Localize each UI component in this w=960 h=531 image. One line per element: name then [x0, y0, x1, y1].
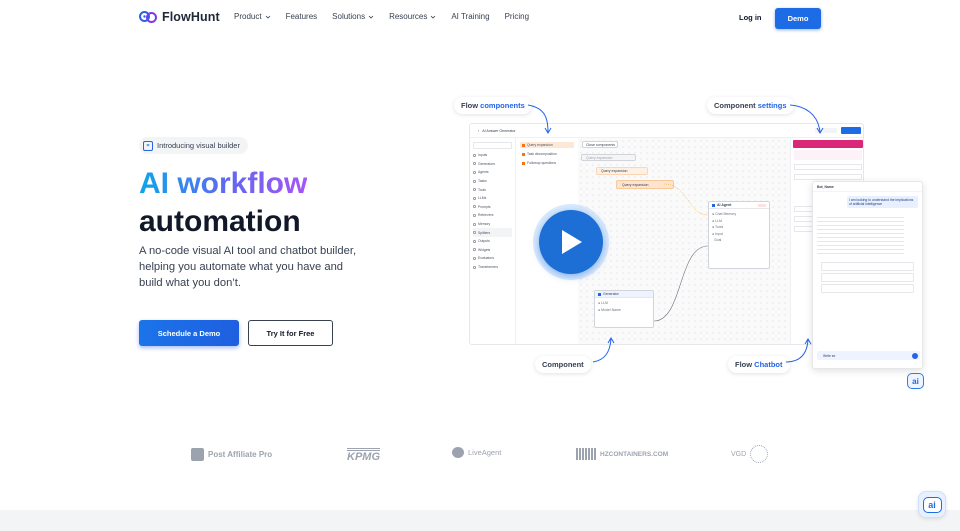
sidebar-row: Tasks: [473, 177, 512, 186]
settings-field: [794, 174, 862, 180]
logo-post-affiliate-pro: Post Affiliate Pro: [191, 448, 272, 461]
chat-header: Bot_Name: [813, 182, 922, 192]
liveagent-icon: [452, 447, 464, 458]
logo-hzcontainers: HZCONTAINERS.COM: [576, 448, 668, 460]
sidebar-row: Outputs: [473, 237, 512, 246]
hero-title-line1: AI workflow: [139, 167, 308, 200]
run-flow-button: [841, 127, 861, 134]
sidebar-row: Splitters: [473, 228, 512, 237]
settings-desc: [794, 150, 862, 160]
next-section-band: [0, 510, 960, 531]
sidebar-row: Memory: [473, 220, 512, 229]
nav-product-label: Product: [234, 12, 262, 21]
ghost-node: Query expansion: [581, 154, 636, 161]
callout-flow-components: Flow components: [454, 97, 532, 114]
ai-chat-icon: ai: [922, 496, 942, 513]
post-affiliate-pro-icon: [191, 448, 204, 461]
main-menu: Product Features Solutions Resources AI …: [234, 12, 544, 21]
nav-features-label: Features: [285, 12, 318, 21]
nav-ai-training-label: AI Training: [451, 12, 490, 21]
brand-name: FlowHunt: [162, 10, 220, 24]
nav-solutions-label: Solutions: [332, 12, 366, 21]
generator-node: Generator ● LLM● Model Name: [594, 290, 654, 328]
sidebar-row: Retrievers: [473, 211, 512, 220]
play-icon: [562, 230, 582, 254]
builder-screenshot: ‹ AI Answer Generator Inputs Generators …: [469, 123, 864, 345]
sidebar-row: Generators: [473, 160, 512, 169]
nav-resources-label: Resources: [389, 12, 428, 21]
bot-message: [817, 214, 904, 257]
ai-chat-launcher[interactable]: ai: [918, 491, 946, 518]
task-chip: Query expansion: [520, 142, 574, 148]
vgd-icon: [750, 445, 769, 463]
settings-field: [794, 164, 862, 170]
nav-pricing-label: Pricing: [504, 12, 530, 21]
nav-pricing[interactable]: Pricing: [505, 12, 529, 21]
intro-badge[interactable]: ⌗ Introducing visual builder: [139, 137, 248, 154]
query-expansion-node: Query expansion: [596, 167, 648, 175]
component-search-input: [473, 142, 512, 149]
hero-title-line2: automation: [139, 205, 301, 238]
chat-input: Write se: [817, 351, 920, 360]
flow-title: AI Answer Generator: [482, 128, 516, 133]
top-nav: FlowHunt Product Features Solutions Reso…: [0, 0, 960, 36]
send-icon: [912, 352, 918, 359]
sidebar-row: Tools: [473, 185, 512, 194]
hzcontainers-icon: [576, 448, 596, 460]
nav-product[interactable]: Product: [234, 12, 271, 21]
back-icon: ‹: [478, 128, 480, 133]
login-link[interactable]: Log in: [739, 13, 762, 22]
flow-templates-button: [815, 128, 837, 133]
task-chip: Followup questions: [520, 160, 574, 166]
sidebar-row: LLMs: [473, 194, 512, 203]
chevron-down-icon: [368, 15, 374, 19]
logo-kpmg: KPMG: [347, 448, 380, 463]
try-free-button[interactable]: Try It for Free: [248, 320, 333, 346]
nav-resources[interactable]: Resources: [389, 12, 436, 21]
user-message: I am looking to understand the implicati…: [847, 196, 918, 209]
customer-logos: Post Affiliate Pro KPMG LiveAgent HZCONT…: [0, 440, 960, 470]
sidebar-row: Transformers: [473, 263, 512, 272]
demo-button[interactable]: Demo: [775, 8, 821, 29]
sidebar-row: Prompts: [473, 203, 512, 212]
callout-component-settings: Component settings: [707, 97, 794, 114]
play-button-inner: [539, 210, 603, 274]
callout-component: Component: [535, 356, 591, 373]
task-chip: Task decomposition: [520, 151, 574, 157]
query-expansion-node-active: Query expansion: [616, 180, 674, 189]
hero-subtitle: A no-code visual AI tool and chatbot bui…: [139, 245, 357, 289]
chevron-down-icon: [265, 15, 270, 19]
builder-topbar: ‹ AI Answer Generator: [470, 124, 863, 138]
sidebar-row: Agents: [473, 168, 512, 177]
visual-builder-icon: ⌗: [143, 140, 153, 151]
nav-solutions[interactable]: Solutions: [332, 12, 374, 21]
component-sidebar: Inputs Generators Agents Tasks Tools LLM…: [470, 138, 516, 344]
ai-agent-node: AI Agent ● Chat Memory● LLM● Tools● Inpu…: [708, 201, 770, 269]
sidebar-row: Widgets: [473, 246, 512, 255]
video-play-button[interactable]: [533, 204, 609, 280]
flowhunt-logo-icon: [139, 11, 157, 23]
ai-chat-icon: ai: [907, 373, 924, 389]
intro-badge-label: Introducing visual builder: [157, 141, 240, 150]
task-panel: Query expansion Task decomposition Follo…: [516, 138, 578, 344]
nav-ai-training[interactable]: AI Training: [451, 12, 489, 21]
chevron-down-icon: [431, 15, 436, 19]
chatbot-widget: Bot_Name I am looking to understand the …: [812, 181, 923, 369]
nav-features[interactable]: Features: [286, 12, 318, 21]
logo-liveagent: LiveAgent: [452, 447, 501, 458]
schedule-demo-button[interactable]: Schedule a Demo: [139, 320, 239, 346]
logo-vgd: VGD: [731, 445, 769, 463]
flow-edges: [653, 183, 709, 322]
related-card: [821, 273, 914, 283]
flow-canvas: Close components Query expansion Query e…: [578, 138, 790, 344]
callout-flow-chatbot: Flow Chatbot: [728, 356, 790, 373]
related-card: [821, 262, 914, 272]
sidebar-row: Inputs: [473, 151, 512, 160]
related-card: [821, 284, 914, 294]
sidebar-row: Evaluators: [473, 254, 512, 263]
brand-logo[interactable]: FlowHunt: [139, 9, 220, 25]
close-components-node: Close components: [582, 141, 618, 148]
settings-header: [793, 140, 863, 148]
